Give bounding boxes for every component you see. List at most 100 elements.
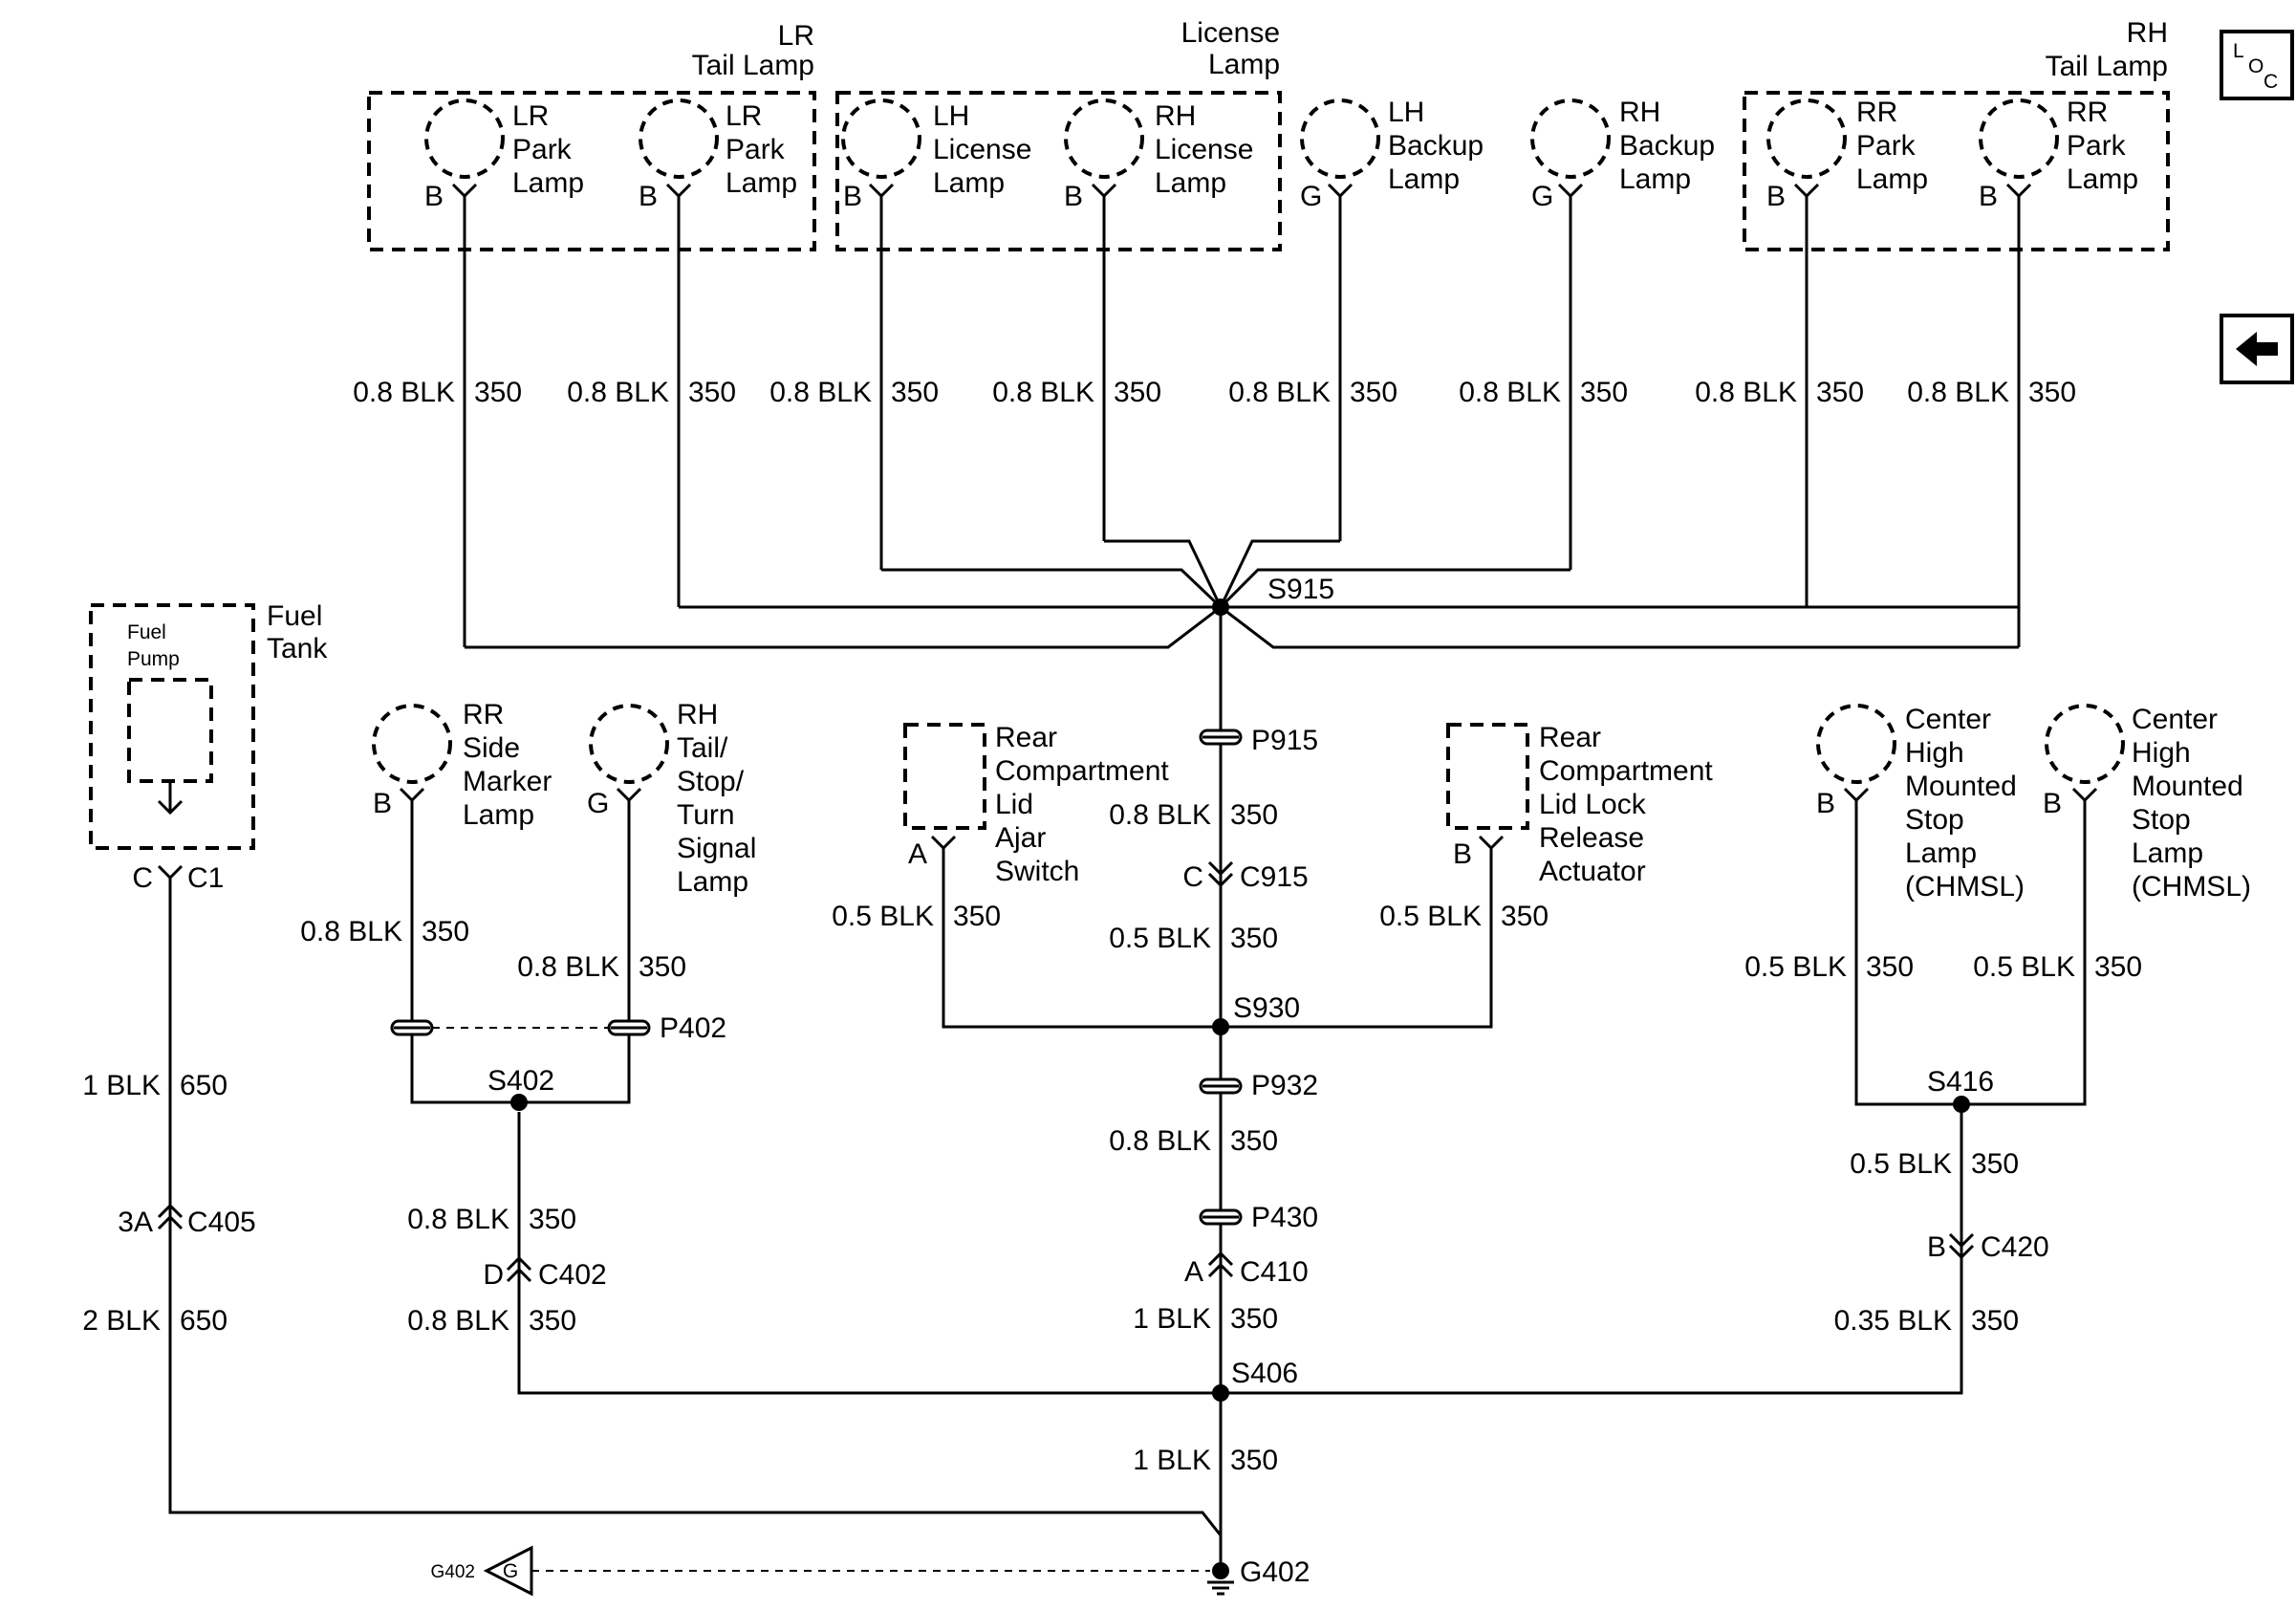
splice-s416-label: S416 — [1927, 1066, 1994, 1098]
lamp-label-1: LR — [726, 100, 762, 132]
rh-tail-lamp-title-1: RH — [2127, 17, 2168, 49]
lamp-label-1: RH — [1619, 97, 1660, 128]
switch-housing — [903, 723, 986, 830]
pin-label: B — [1064, 181, 1083, 212]
ground-reference-arrow-icon — [483, 1545, 533, 1597]
wire-circuit-label: 350 — [1501, 901, 1549, 932]
lr-tail-lamp-housing — [367, 91, 816, 251]
c420-pin: B — [1927, 1231, 1946, 1263]
chmsl-lamp-1: B Center High Mounted Stop Lamp (CHMSL) — [1816, 704, 2025, 903]
fuel-tank-label-1: Fuel — [267, 600, 322, 632]
wire-gauge-label: 0.8 BLK — [1907, 377, 2009, 408]
pin-label: G — [1300, 181, 1322, 212]
pin-label: B — [424, 181, 444, 212]
lr-park-lamp-2: B LR Park Lamp — [639, 98, 797, 212]
rr-side-marker-lamp: B RR Side Marker Lamp — [372, 699, 552, 831]
rh-backup-lamp: G RH Backup Lamp — [1530, 97, 1715, 212]
c915-label: C915 — [1240, 861, 1309, 893]
switch-label-1: Rear — [995, 722, 1057, 753]
wire-circuit-label: 350 — [1230, 1125, 1278, 1157]
pin-label: A — [908, 838, 927, 870]
chmsl-lamp-2: B Center High Mounted Stop Lamp (CHMSL) — [2043, 704, 2251, 903]
lamp-label-3: Lamp — [1619, 163, 1691, 195]
wire-gauge-label: 0.8 BLK — [1109, 799, 1211, 831]
wire-gauge-label: 1 BLK — [1133, 1445, 1211, 1476]
wire-circuit-label: 350 — [1230, 799, 1278, 831]
loc-icon-l: L — [2233, 40, 2244, 62]
lamp-label-1: LR — [512, 100, 549, 132]
lamp-label-5: Signal — [677, 833, 756, 864]
lh-license-lamp: B LH License Lamp — [841, 98, 1031, 212]
wire-circuit-label: 350 — [1230, 1445, 1278, 1476]
ground-reference-label: G402 — [431, 1562, 475, 1582]
wire-gauge-label: 0.5 BLK — [1850, 1148, 1952, 1180]
lr-tail-lamp-title-2: Tail Lamp — [692, 50, 814, 81]
lamp-bulb-icon — [589, 704, 669, 784]
wire-gauge-label: 0.8 BLK — [769, 377, 872, 408]
wire-gauge-label: 0.8 BLK — [1109, 1125, 1211, 1157]
wire-circuit-label: 350 — [891, 377, 939, 408]
lamp-label-4: Lamp — [463, 799, 534, 831]
lamp-label-2: High — [1905, 737, 1964, 769]
wire-gauge-label: 0.5 BLK — [1109, 923, 1211, 954]
lr-tail-lamp-title-1: LR — [778, 20, 814, 52]
loc-button-frame[interactable] — [2220, 30, 2294, 100]
lamp-label-3: Marker — [463, 766, 552, 797]
back-arrow-icon — [2236, 332, 2278, 366]
lamp-bulb-icon — [1300, 98, 1380, 179]
terminal-icon — [1793, 183, 1820, 199]
lamp-label-1: RR — [463, 699, 504, 730]
wire-gauge-label: 0.5 BLK — [1973, 951, 2075, 983]
fuel-pump-housing — [127, 678, 213, 783]
wire-circuit-label: 350 — [639, 951, 686, 983]
lamp-label-6: Lamp — [677, 866, 748, 898]
fuel-tank-housing — [89, 603, 255, 850]
lamp-label-3: Lamp — [1856, 163, 1928, 195]
lamp-label-2: High — [2132, 737, 2191, 769]
terminal-icon — [1478, 835, 1505, 851]
terminal-icon — [868, 183, 895, 199]
connector-chevron-icon — [157, 1214, 184, 1230]
p430-label: P430 — [1251, 1202, 1318, 1233]
loc-button[interactable]: L O C — [2220, 30, 2294, 100]
wire-circuit-label: 350 — [529, 1305, 576, 1337]
lamp-label-3: Lamp — [1155, 167, 1226, 199]
lamp-label-3: Mounted — [1905, 771, 2017, 802]
wire-gauge-label: 0.8 BLK — [1459, 377, 1561, 408]
connector-chevron-icon — [506, 1267, 532, 1283]
wire-circuit-label: 350 — [2094, 951, 2142, 983]
connector-chevron-icon — [1948, 1244, 1975, 1260]
lamp-bulb-icon — [841, 98, 921, 179]
pin-label: B — [639, 181, 658, 212]
splice-s402-label: S402 — [487, 1065, 554, 1097]
lh-backup-lamp: G LH Backup Lamp — [1300, 97, 1484, 212]
wire-circuit-label: 650 — [180, 1070, 227, 1101]
c405-connector: 3A C405 — [118, 1203, 256, 1238]
lamp-label-3: Mounted — [2132, 771, 2243, 802]
lamp-label-1: LH — [1388, 97, 1424, 128]
s406-bus — [517, 1104, 1963, 1395]
bus-outer — [465, 605, 2019, 649]
actuator-label-5: Actuator — [1539, 856, 1646, 887]
lamp-label-2: Tail/ — [677, 732, 728, 764]
lamp-bulb-icon — [1816, 704, 1896, 784]
lamp-label-4: Stop — [1905, 804, 1964, 836]
p932-label: P932 — [1251, 1070, 1318, 1101]
p402-inline-connector: P402 — [390, 1012, 726, 1044]
ground-label: G402 — [1240, 1556, 1310, 1588]
terminal-icon — [2005, 183, 2032, 199]
pin-label: B — [1766, 181, 1786, 212]
pin-label: B — [2043, 788, 2062, 819]
wire-circuit-label: 350 — [1971, 1148, 2019, 1180]
back-button[interactable] — [2220, 314, 2294, 384]
c410-pin: A — [1184, 1256, 1203, 1288]
lamp-label-2: Park — [512, 134, 573, 165]
fuel-pump-label-2: Pump — [127, 648, 180, 670]
fuel-tank-label-2: Tank — [267, 633, 328, 664]
pin-label: B — [843, 181, 862, 212]
terminal-icon — [2071, 787, 2098, 803]
wire-circuit-label: 350 — [2028, 377, 2076, 408]
wire-circuit-label: 350 — [1971, 1305, 2019, 1337]
top-wire-labels: 0.8 BLK 350 0.8 BLK 350 0.8 BLK 350 0.8 … — [353, 377, 2076, 408]
